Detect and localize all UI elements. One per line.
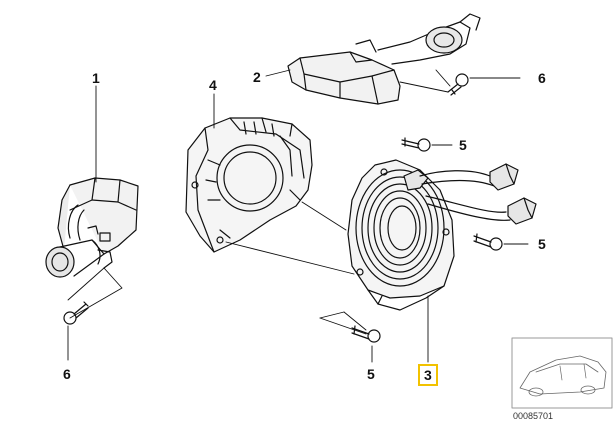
callout-1[interactable]: 1 bbox=[92, 70, 100, 86]
callout-5-top[interactable]: 5 bbox=[459, 137, 467, 153]
screw-upper-middle[interactable] bbox=[401, 137, 431, 152]
callout-6-left[interactable]: 6 bbox=[63, 366, 71, 382]
screw-bottom-left[interactable] bbox=[63, 301, 89, 325]
thumbnail-code: 00085701 bbox=[513, 411, 554, 421]
callout-3-highlighted[interactable]: 3 bbox=[418, 364, 438, 386]
callout-6-top[interactable]: 6 bbox=[538, 70, 546, 86]
screw-top-right[interactable] bbox=[447, 73, 469, 96]
part-1-ignition-lock[interactable] bbox=[45, 177, 139, 278]
part-2-switch-stalk[interactable] bbox=[287, 13, 481, 105]
part-3-slip-ring[interactable] bbox=[347, 159, 537, 311]
screw-right-middle[interactable] bbox=[473, 233, 503, 251]
callout-4[interactable]: 4 bbox=[209, 77, 217, 93]
callout-5-right[interactable]: 5 bbox=[538, 236, 546, 252]
callout-2[interactable]: 2 bbox=[253, 69, 261, 85]
thumbnail-car bbox=[511, 337, 613, 409]
screw-bottom-middle[interactable] bbox=[351, 325, 381, 343]
callout-5-bottom[interactable]: 5 bbox=[367, 366, 375, 382]
part-4-column-housing[interactable] bbox=[185, 117, 313, 253]
